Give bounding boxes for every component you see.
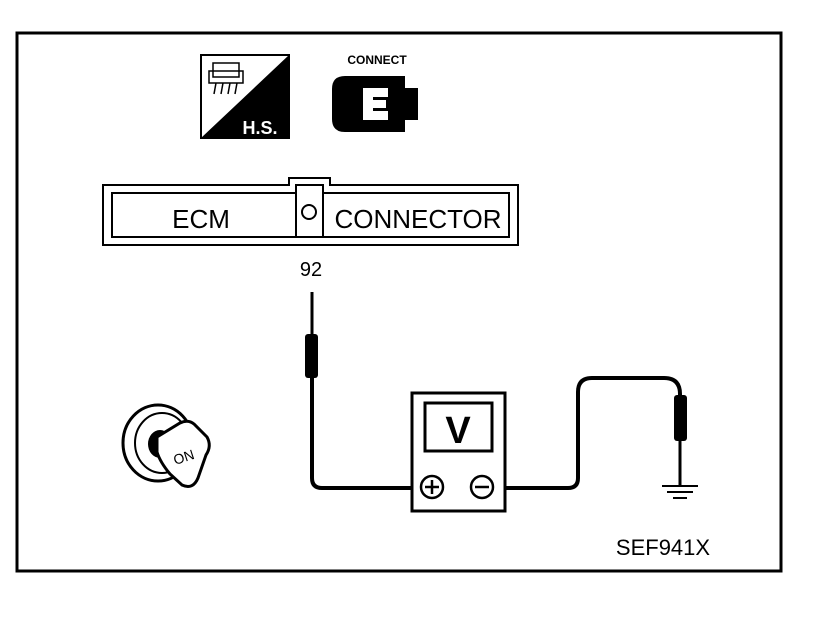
negative-lead-wire [496, 376, 682, 490]
positive-lead-wire [310, 378, 418, 490]
connect-label: CONNECT [347, 53, 407, 67]
positive-probe [305, 292, 318, 378]
connect-icon: CONNECT [332, 53, 418, 132]
connector-label: CONNECTOR [334, 204, 501, 234]
ground-icon [662, 485, 698, 499]
harness-side-icon: H.S. [200, 54, 290, 139]
voltmeter-label: V [445, 410, 471, 452]
key-on-label: ON [171, 446, 196, 468]
terminal-pin [301, 204, 317, 220]
figure-frame [15, 31, 783, 573]
hs-label: H.S. [242, 118, 277, 138]
voltmeter: V [410, 391, 507, 513]
figure-code: SEF941X [616, 535, 710, 560]
ecm-connector: ECM CONNECTOR [102, 177, 519, 246]
terminal-number: 92 [300, 259, 322, 281]
ecm-label: ECM [172, 204, 230, 234]
negative-probe [674, 395, 687, 485]
ignition-key-icon: ON [121, 403, 211, 488]
